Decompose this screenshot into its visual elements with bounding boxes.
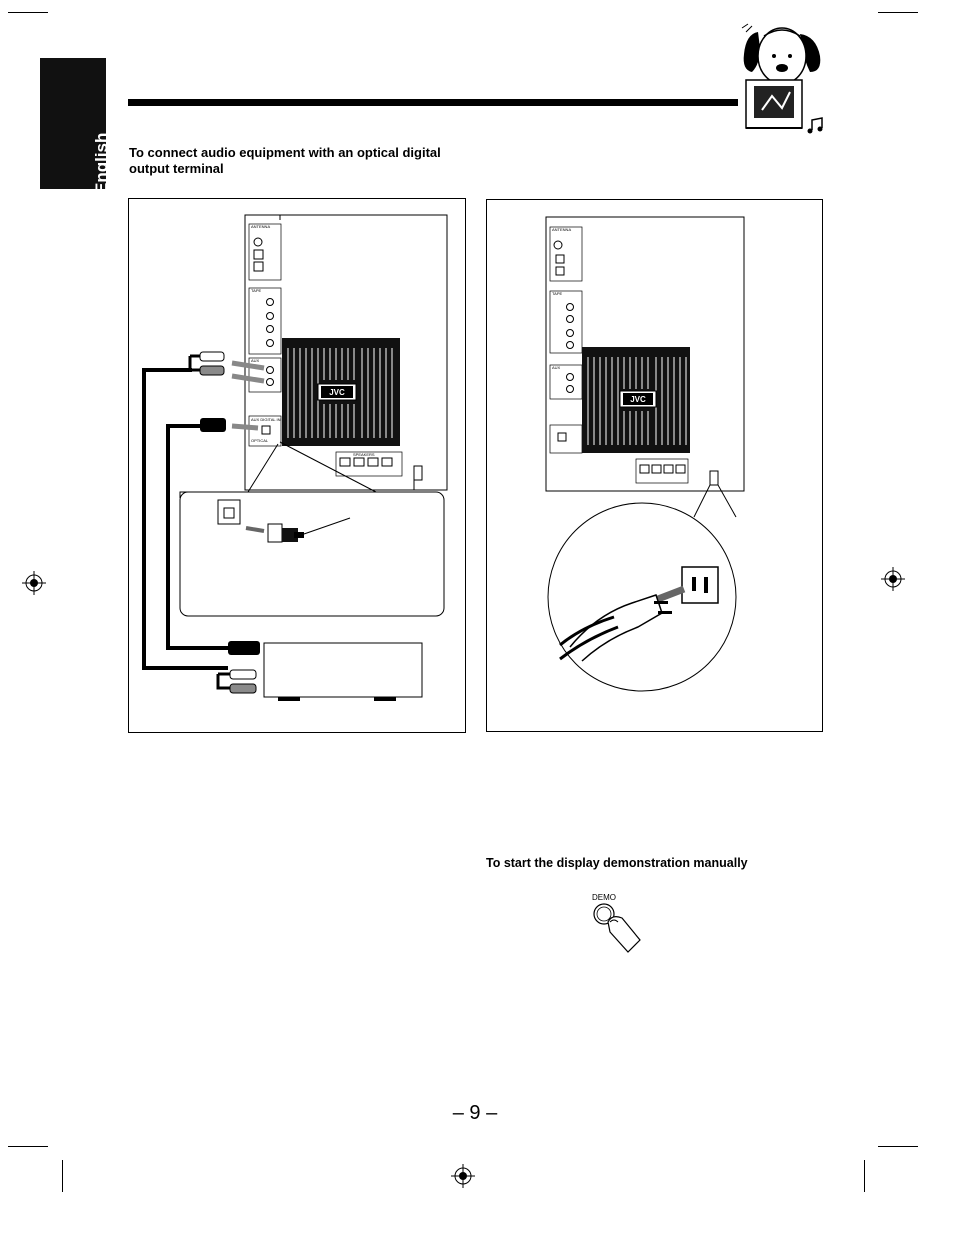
crop-mark (8, 12, 48, 13)
antenna-label: ANTENNA (251, 224, 270, 229)
ac-power-diagram: ANTENNA TAPE AUX JVC (545, 216, 745, 692)
aux-label: AUX (251, 358, 260, 363)
registration-mark-right (881, 567, 905, 591)
crop-mark (878, 12, 918, 13)
speakers-label: SPEAKERS (353, 452, 375, 457)
tape-label: TAPE (251, 288, 261, 293)
crop-mark (864, 1160, 865, 1192)
demo-button-label: DEMO (592, 893, 616, 902)
demo-heading: To start the display demonstration manua… (486, 856, 748, 870)
optical-connection-heading: To connect audio equipment with an optic… (129, 145, 441, 176)
registration-mark-left (22, 571, 46, 595)
jvc-logo-2: JVC (630, 395, 646, 404)
header-rule (128, 99, 738, 106)
demo-button-illustration (593, 903, 641, 953)
svg-text:AUX: AUX (552, 365, 561, 370)
mascot-illustration (741, 23, 823, 134)
page-number: – 9 – (452, 1102, 498, 1124)
crop-mark (8, 1146, 48, 1147)
svg-text:TAPE: TAPE (552, 291, 562, 296)
jvc-logo: JVC (329, 388, 345, 397)
optical-label: OPTICAL (251, 438, 269, 443)
crop-mark (62, 1160, 63, 1192)
registration-mark-bottom (451, 1164, 475, 1188)
language-tab (40, 58, 106, 189)
aux-digital-label: AUX DIGITAL IN (251, 417, 281, 422)
crop-mark (878, 1146, 918, 1147)
optical-connection-diagram: ANTENNA TAPE AUX AUX DIGITAL IN OPTICAL … (142, 214, 448, 701)
svg-text:ANTENNA: ANTENNA (552, 227, 571, 232)
